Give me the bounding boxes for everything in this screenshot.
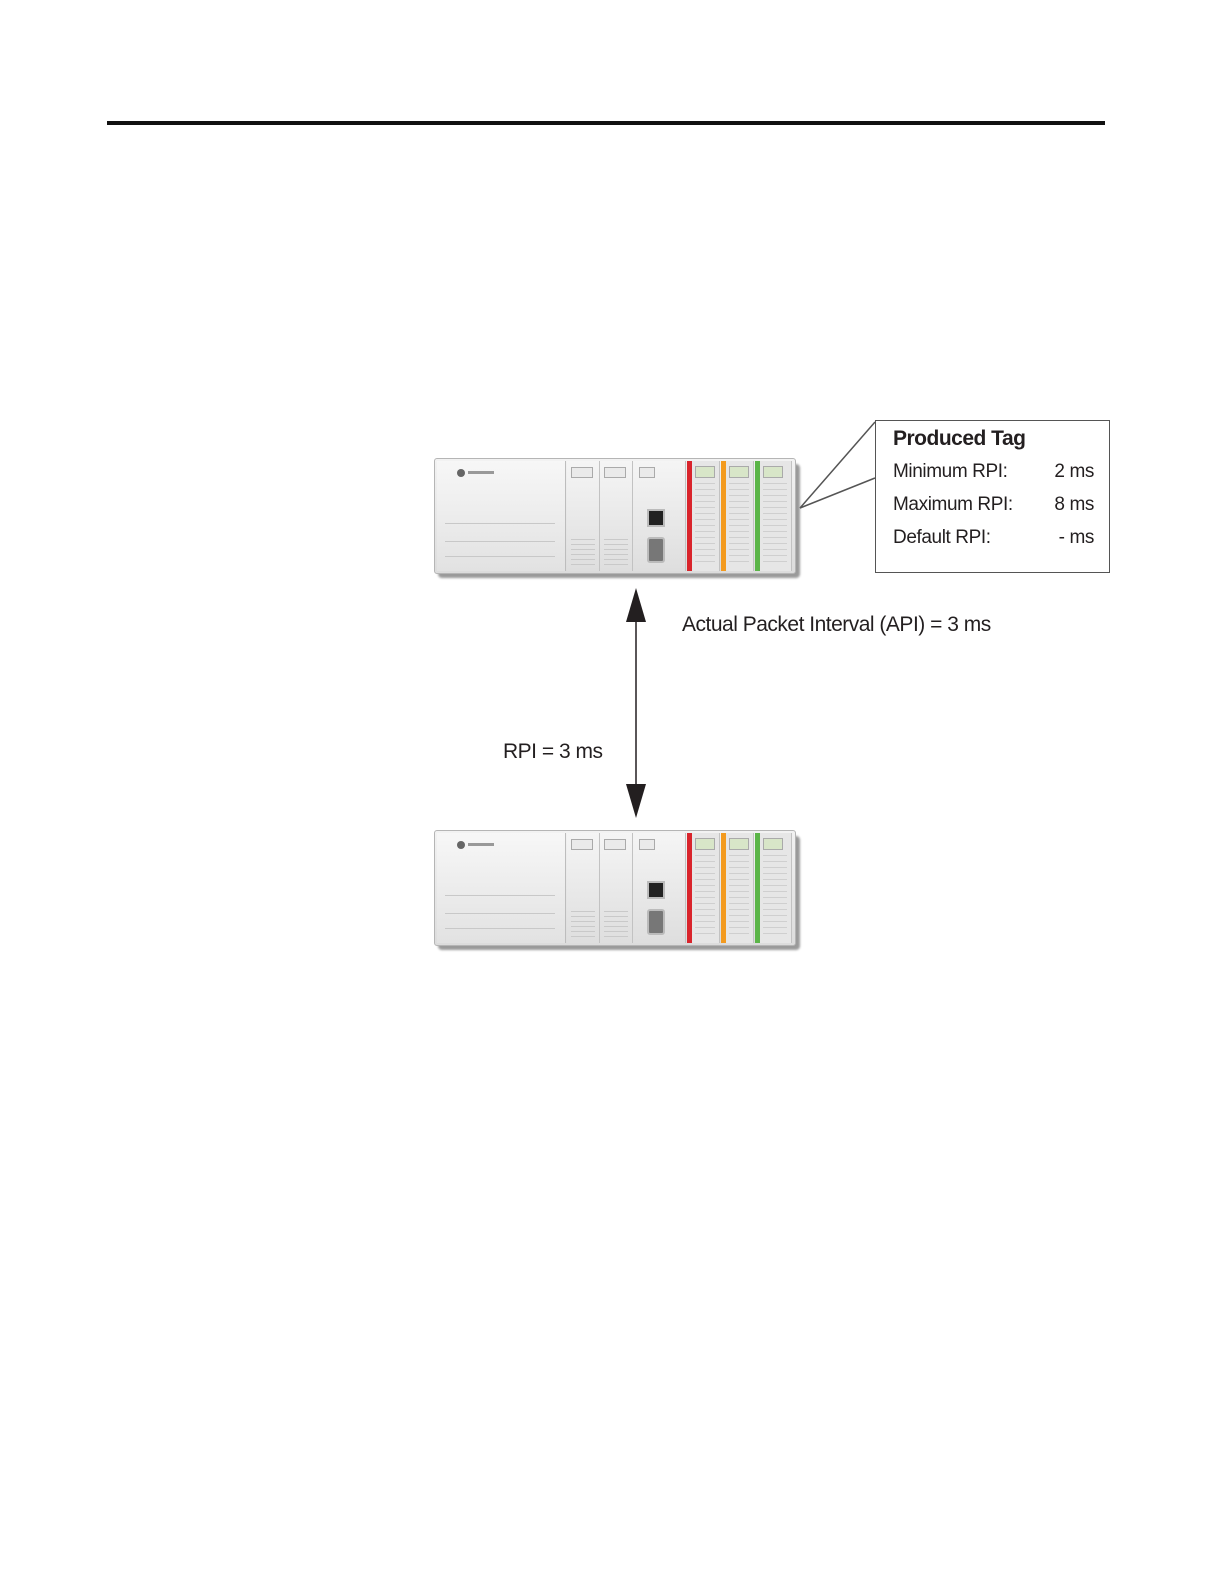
- rpi-label: RPI = 3 ms: [503, 740, 602, 764]
- callout-row-label: Default RPI:: [893, 527, 991, 548]
- callout-row-default-rpi: Default RPI: - ms: [893, 527, 1098, 549]
- callout-row-value: 8 ms: [1054, 494, 1094, 516]
- api-label: Actual Packet Interval (API) = 3 ms: [682, 613, 991, 637]
- callout-title: Produced Tag: [893, 427, 1025, 451]
- callout-row-label: Minimum RPI:: [893, 461, 1008, 482]
- callout-row-maximum-rpi: Maximum RPI: 8 ms: [893, 494, 1098, 516]
- callout-row-minimum-rpi: Minimum RPI: 2 ms: [893, 461, 1098, 483]
- callout-pointer: [800, 422, 875, 508]
- callout-row-label: Maximum RPI:: [893, 494, 1013, 515]
- callout-row-value: 2 ms: [1054, 461, 1094, 483]
- callout-row-value: - ms: [1059, 527, 1094, 549]
- produced-tag-callout: Produced Tag Minimum RPI: 2 ms Maximum R…: [875, 420, 1110, 573]
- arrowhead-up-icon: [626, 588, 646, 622]
- arrowhead-down-icon: [626, 784, 646, 818]
